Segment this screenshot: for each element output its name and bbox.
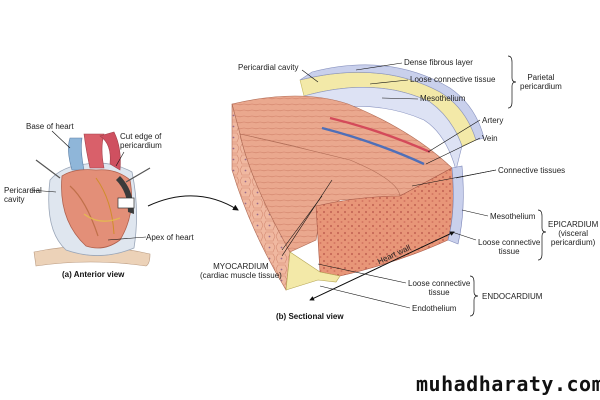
label-connective-tissues: Connective tissues [498, 166, 566, 175]
label-endothelium: Endothelium [412, 304, 457, 313]
caption-sectional-view: (b) Sectional view [276, 312, 344, 321]
anterior-leader-lines [29, 130, 147, 241]
label-artery: Artery [482, 116, 504, 125]
group-epicardium: EPICARDIUM (visceral pericardium) [548, 220, 599, 247]
label-dense-fibrous-layer: Dense fibrous layer [404, 58, 473, 67]
label-base-of-heart: Base of heart [26, 122, 74, 131]
label-mesothelium-mid: Mesothelium [490, 212, 536, 221]
label-pericardial-cavity-a: Pericardial cavity [4, 186, 42, 204]
sectional-leader-lines [281, 62, 497, 309]
group-endocardium: ENDOCARDIUM [482, 292, 543, 301]
caption-anterior-view: (a) Anterior view [62, 270, 125, 279]
sectional-block [231, 64, 485, 291]
label-apex-of-heart: Apex of heart [146, 233, 194, 242]
label-myocardium: MYOCARDIUM (cardiac muscle tissue) [200, 262, 282, 280]
label-loose-connective-tissue-mid: Loose connective tissue [478, 238, 541, 256]
label-vein: Vein [482, 134, 498, 143]
heart-wall-arrow [309, 231, 455, 301]
anterior-heart-illustration [33, 131, 151, 267]
label-pericardial-cavity-b: Pericardial cavity [238, 63, 299, 72]
label-cut-edge-pericardium: Cut edge of pericardium [120, 132, 162, 150]
arrow-to-section [147, 195, 239, 211]
group-parietal-pericardium: Parietal pericardium [520, 73, 562, 91]
label-loose-connective-tissue-low: Loose connective tissue [408, 279, 471, 297]
label-mesothelium-top: Mesothelium [420, 94, 466, 103]
label-loose-connective-tissue-top: Loose connective tissue [410, 75, 496, 84]
group-brackets [469, 55, 547, 317]
watermark: muhadharaty.com [416, 372, 600, 396]
